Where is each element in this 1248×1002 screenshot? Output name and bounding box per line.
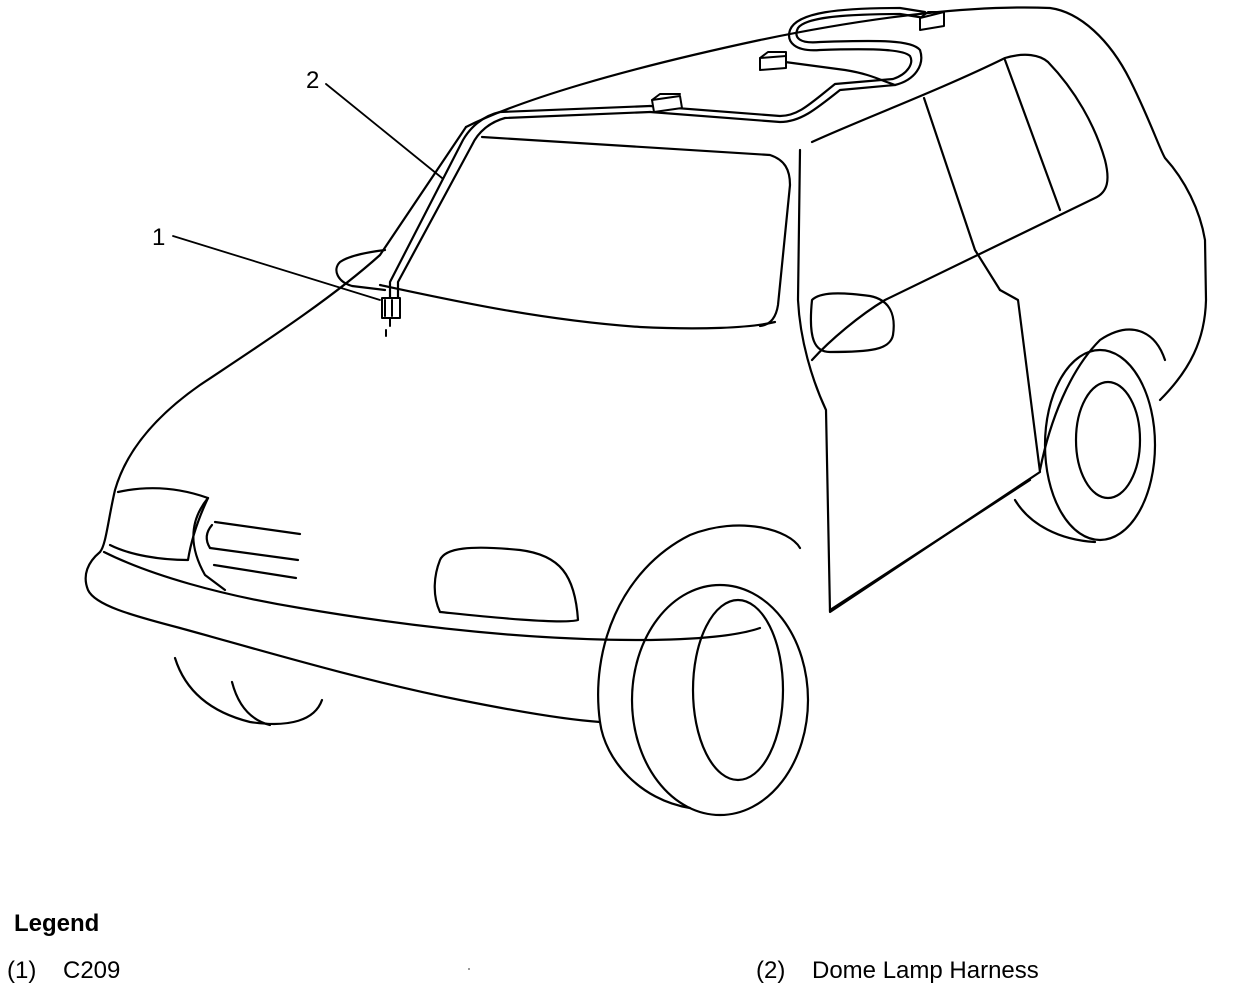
dome-lamp-harness [388,6,927,302]
legend-item-label: C209 [63,957,121,984]
legend-title: Legend [14,910,100,937]
legend-item-number: (2) [756,957,786,984]
callout-1-label: 1 [152,224,165,251]
legend-item-c209: (1) C209 [7,957,120,985]
legend-item-number: (1) [7,957,37,984]
legend-item-label: Dome Lamp Harness [812,957,1039,984]
callout-2-label: 2 [306,67,319,94]
c209-connector [381,297,401,337]
stray-dot [468,968,470,970]
harness-connectors [651,11,945,113]
callout-1-leader [172,235,381,301]
vehicle-body [84,6,1208,817]
callout-2-leader [325,83,443,179]
vehicle-harness-diagram: 1 2 [84,6,1208,817]
legend-item-dome-lamp-harness: (2) Dome Lamp Harness [756,957,1039,985]
